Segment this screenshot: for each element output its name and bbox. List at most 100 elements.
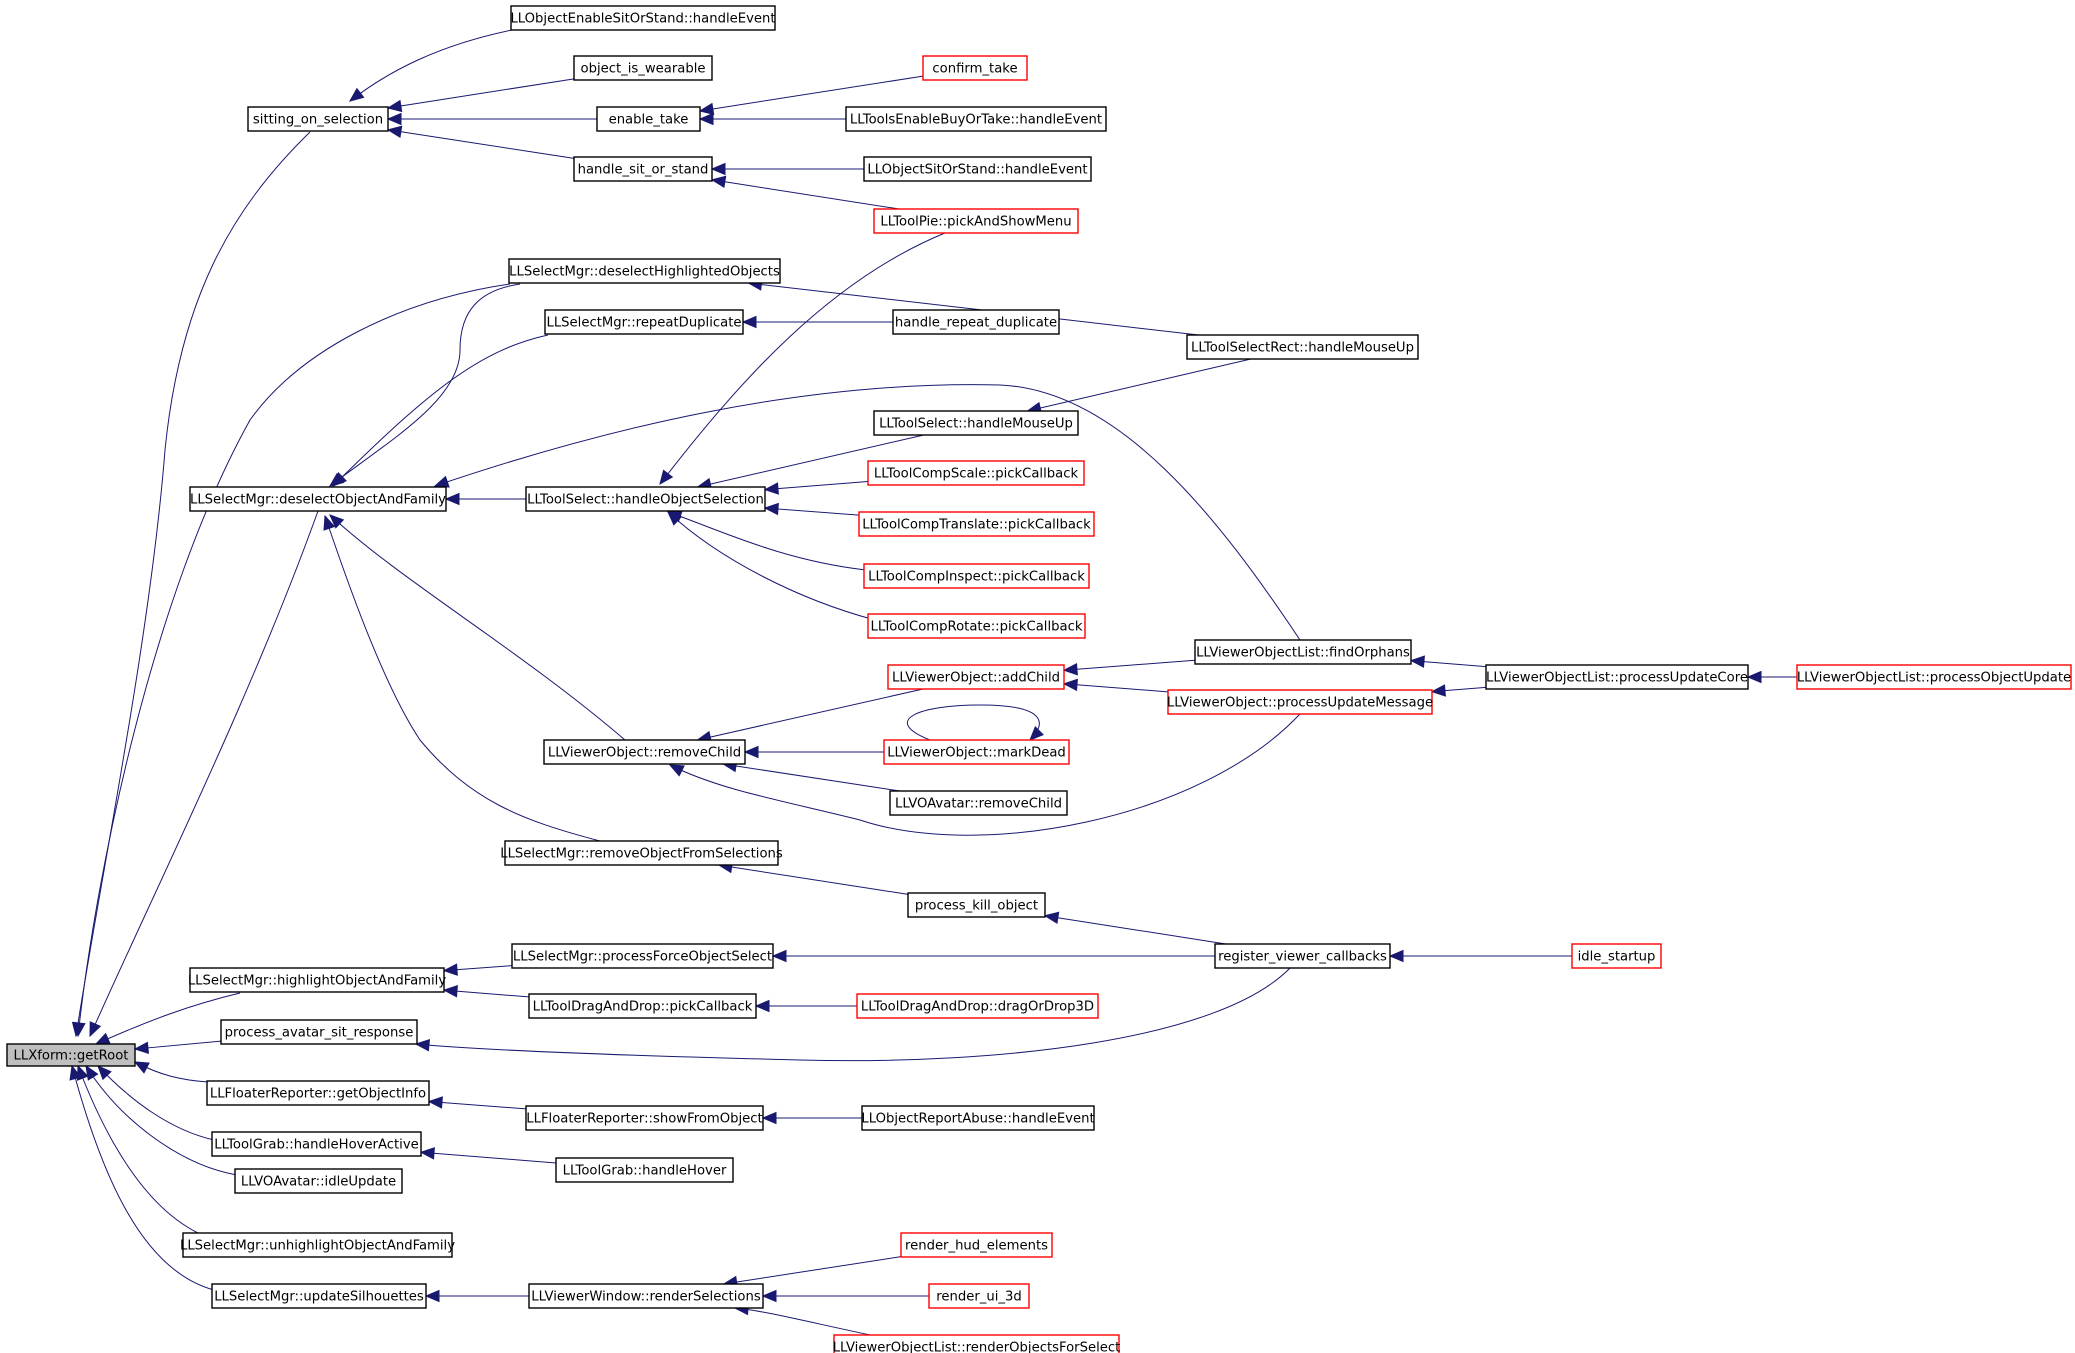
edge-arrowhead xyxy=(442,984,458,998)
node-box xyxy=(189,486,447,512)
node-forceSel[interactable]: LLSelectMgr::processForceObjectSelect xyxy=(511,943,774,969)
node-label: LLFloaterReporter::showFromObject xyxy=(526,1112,762,1127)
node-sitOrStand[interactable]: handle_sit_or_stand xyxy=(573,156,713,182)
node-compTrans[interactable]: LLToolCompTranslate::pickCallback xyxy=(858,511,1095,537)
node-box xyxy=(863,563,1090,589)
node-renderUi3d[interactable]: render_ui_3d xyxy=(928,1283,1030,1309)
edge-line xyxy=(711,179,900,210)
edge-handleRepeat-to-repeatDup xyxy=(741,315,893,329)
edge-line xyxy=(718,864,909,895)
edge-enableTake-to-sitting xyxy=(386,112,597,126)
node-voRemove[interactable]: LLVOAvatar::removeChild xyxy=(889,790,1068,816)
edge-grabHover-to-hoverActive xyxy=(419,1147,557,1164)
edge-arrowhead xyxy=(386,125,403,139)
edge-arrowhead xyxy=(414,1039,431,1052)
node-getObjInfo[interactable]: LLFloaterReporter::getObjectInfo xyxy=(206,1080,430,1106)
node-repeatDup[interactable]: LLSelectMgr::repeatDuplicate xyxy=(544,309,744,335)
node-compScale[interactable]: LLToolCompScale::pickCallback xyxy=(867,460,1085,486)
node-pickMenu[interactable]: LLToolPie::pickAndShowMenu xyxy=(873,208,1079,234)
node-label: sitting_on_selection xyxy=(253,113,383,128)
edge-arrowhead xyxy=(1430,684,1446,697)
edge-killObj-to-removeFromSel xyxy=(717,860,909,895)
edge-avatarSit-to-getRoot xyxy=(133,1040,222,1055)
node-deselFam[interactable]: LLSelectMgr::deselectObjectAndFamily xyxy=(189,486,447,512)
node-avatarSit[interactable]: process_avatar_sit_response xyxy=(220,1019,418,1045)
node-dragOrDrop[interactable]: LLToolDragAndDrop::dragOrDrop3D xyxy=(856,993,1099,1019)
edge-arrowhead xyxy=(761,1111,777,1125)
edge-markDead-to-markDead xyxy=(906,704,1044,741)
node-sitting[interactable]: sitting_on_selection xyxy=(247,106,389,132)
node-label: LLObjectSitOrStand::handleEvent xyxy=(867,163,1087,178)
node-hoverActive[interactable]: LLToolGrab::handleHoverActive xyxy=(211,1131,422,1157)
edge-line xyxy=(906,704,1040,741)
node-handleRepeat[interactable]: handle_repeat_duplicate xyxy=(892,309,1060,335)
edge-arrowhead xyxy=(1746,670,1762,684)
node-enableTake[interactable]: enable_take xyxy=(596,106,701,132)
node-label: LLFloaterReporter::getObjectInfo xyxy=(210,1087,426,1102)
node-procObjUpd[interactable]: LLViewerObjectList::processObjectUpdate xyxy=(1796,664,2072,690)
node-removeFromSel[interactable]: LLSelectMgr::removeObjectFromSelections xyxy=(500,840,783,866)
edge-line xyxy=(659,232,946,485)
edge-removeFromSel-to-deselFam xyxy=(323,514,601,842)
node-label: LLSelectMgr::processForceObjectSelect xyxy=(513,950,772,965)
node-markDead[interactable]: LLViewerObject::markDead xyxy=(883,739,1070,765)
node-handleObjSel[interactable]: LLToolSelect::handleObjectSelection xyxy=(525,486,766,512)
edges-layer xyxy=(69,29,1797,1336)
edge-line xyxy=(697,688,924,741)
node-renderObjSel[interactable]: LLViewerObjectList::renderObjectsForSele… xyxy=(833,1334,1121,1353)
node-renderHud[interactable]: render_hud_elements xyxy=(900,1232,1053,1258)
node-label: LLObjectReportAbuse::handleEvent xyxy=(861,1112,1094,1127)
edge-line xyxy=(89,510,319,1037)
node-procUpdCore[interactable]: LLViewerObjectList::processUpdateCore xyxy=(1485,664,1749,690)
node-compInspect[interactable]: LLToolCompInspect::pickCallback xyxy=(863,563,1090,589)
node-box xyxy=(1796,664,2072,690)
edge-line xyxy=(329,514,626,741)
edge-line xyxy=(134,1040,222,1050)
node-box xyxy=(867,460,1085,486)
edge-arrowhead xyxy=(754,999,770,1013)
node-enableBuy[interactable]: LLToolsEnableBuyOrTake::handleEvent xyxy=(845,106,1107,132)
node-dragPick[interactable]: LLToolDragAndDrop::pickCallback xyxy=(528,993,757,1019)
edge-arrowhead xyxy=(761,1289,777,1303)
node-renderSel[interactable]: LLViewerWindow::renderSelections xyxy=(528,1283,764,1309)
node-box xyxy=(508,258,781,284)
node-idleStartup[interactable]: idle_startup xyxy=(1571,943,1662,969)
node-procUpdMsg[interactable]: LLViewerObject::processUpdateMessage xyxy=(1167,689,1433,715)
node-unhighlight[interactable]: LLSelectMgr::unhighlightObjectAndFamily xyxy=(180,1232,455,1258)
edge-compRotate-to-handleObjSel xyxy=(667,511,876,621)
node-box xyxy=(1194,639,1412,665)
node-getRoot[interactable]: LLXform::getRoot xyxy=(6,1043,136,1067)
node-killObj[interactable]: process_kill_object xyxy=(907,892,1046,918)
node-label: LLToolGrab::handleHoverActive xyxy=(214,1138,419,1153)
edge-markDead-to-removeChild xyxy=(743,745,884,759)
edge-procObjUpd-to-procUpdCore xyxy=(1746,670,1797,684)
node-label: LLToolCompScale::pickCallback xyxy=(874,467,1079,482)
node-grabHover[interactable]: LLToolGrab::handleHover xyxy=(555,1157,734,1183)
edge-deselHigh-to-deselFam xyxy=(328,283,521,487)
node-addChild[interactable]: LLViewerObject::addChild xyxy=(887,664,1065,690)
edge-line xyxy=(434,384,1301,641)
edge-regViewer-to-forceSel xyxy=(771,949,1215,963)
node-wearable[interactable]: object_is_wearable xyxy=(573,55,713,81)
node-findOrphans[interactable]: LLViewerObjectList::findOrphans xyxy=(1194,639,1412,665)
edge-arrowhead xyxy=(419,1147,435,1160)
node-reportAbuse[interactable]: LLObjectReportAbuse::handleEvent xyxy=(861,1105,1095,1131)
node-compRotate[interactable]: LLToolCompRotate::pickCallback xyxy=(867,613,1086,639)
node-box xyxy=(504,840,779,866)
node-voIdle[interactable]: LLVOAvatar::idleUpdate xyxy=(234,1168,403,1194)
node-objSitStand[interactable]: LLObjectSitOrStand::handleEvent xyxy=(863,156,1092,182)
node-deselHigh[interactable]: LLSelectMgr::deselectHighlightedObjects xyxy=(508,258,781,284)
node-box xyxy=(211,1283,427,1309)
node-showFromObj[interactable]: LLFloaterReporter::showFromObject xyxy=(525,1105,764,1131)
node-label: LLToolPie::pickAndShowMenu xyxy=(880,215,1071,230)
node-confirmTake[interactable]: confirm_take xyxy=(922,55,1028,81)
node-toolSelUp[interactable]: LLToolSelect::handleMouseUp xyxy=(873,410,1079,436)
node-updSil[interactable]: LLSelectMgr::updateSilhouettes xyxy=(211,1283,427,1309)
edge-enableSit-to-sitting xyxy=(348,29,513,102)
node-selRectUp[interactable]: LLToolSelectRect::handleMouseUp xyxy=(1186,334,1419,360)
node-box xyxy=(573,156,713,182)
node-enableSit[interactable]: LLObjectEnableSitOrStand::handleEvent xyxy=(510,5,776,31)
node-regViewer[interactable]: register_viewer_callbacks xyxy=(1214,943,1391,969)
node-removeChild[interactable]: LLViewerObject::removeChild xyxy=(543,739,746,765)
node-highlight[interactable]: LLSelectMgr::highlightObjectAndFamily xyxy=(188,967,447,993)
